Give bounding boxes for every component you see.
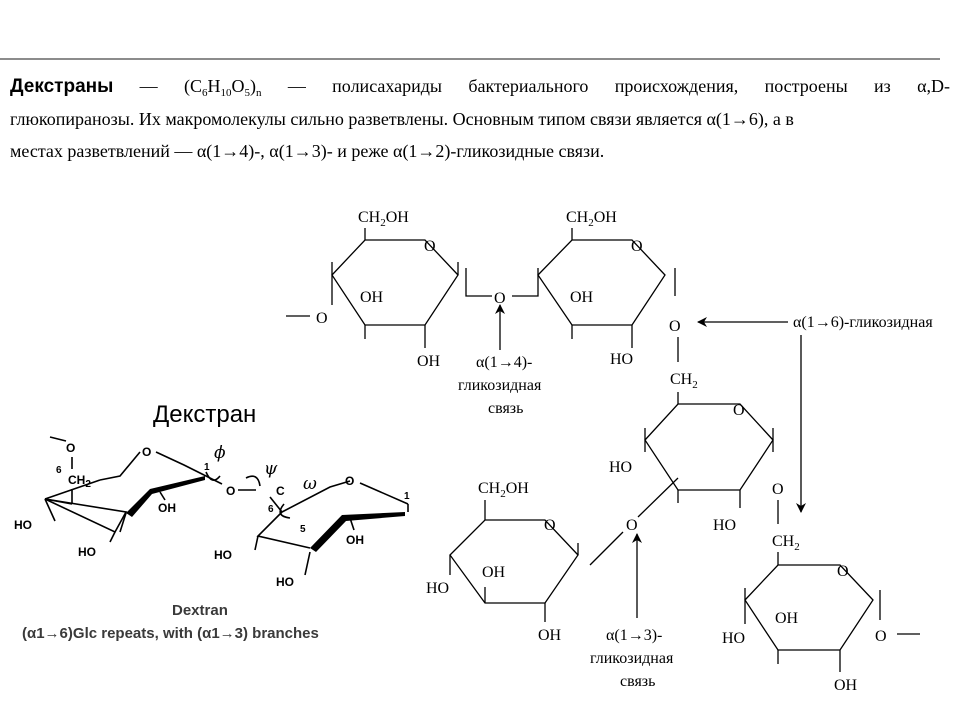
- svg-text:связь: связь: [488, 400, 523, 417]
- intro-paragraph: Декстраны — (C6H10O5)n — полисахариды ба…: [10, 70, 950, 167]
- svg-text:O: O: [345, 474, 354, 488]
- svg-text:HO: HO: [722, 630, 745, 647]
- svg-text:C: C: [276, 484, 285, 498]
- svg-text:α(1→3)-: α(1→3)-: [606, 627, 662, 644]
- glucose-ring-a: [331, 228, 492, 348]
- svg-text:OH: OH: [570, 289, 594, 306]
- svg-text:HO: HO: [713, 517, 736, 534]
- svg-text:O: O: [544, 517, 556, 534]
- dextran-3d-figure: Декстран: [14, 401, 410, 642]
- glucose-ring-b: [512, 228, 676, 348]
- label-link-16: α(1→6)-гликозидная: [793, 314, 933, 331]
- svg-text:O: O: [142, 445, 151, 459]
- svg-text:O: O: [837, 563, 849, 580]
- svg-text:O: O: [424, 238, 436, 255]
- intro-line-3: местах разветвлений — α(1→4)-, α(1→3)- и…: [10, 141, 605, 161]
- svg-text:α(1→4)-: α(1→4)-: [476, 354, 532, 371]
- svg-text:HO: HO: [426, 580, 449, 597]
- svg-text:CH2OH: CH2OH: [478, 480, 529, 500]
- branching-scheme: [286, 228, 920, 672]
- glucose-ring-d: [449, 500, 624, 622]
- svg-text:HO: HO: [78, 545, 96, 559]
- svg-text:CH2: CH2: [68, 473, 91, 490]
- svg-text:6: 6: [56, 465, 62, 476]
- label-link-13: α(1→3)- гликозидная связь: [590, 627, 674, 690]
- top-divider: [0, 58, 940, 60]
- svg-text:CH2: CH2: [772, 533, 800, 553]
- svg-text:CH2OH: CH2OH: [358, 209, 409, 229]
- svg-text:OH: OH: [417, 353, 441, 370]
- svg-text:связь: связь: [620, 673, 655, 690]
- formula: (C6H10O5)n: [184, 76, 262, 99]
- svg-text:O: O: [772, 481, 784, 498]
- intro-line-1: Декстраны — (C6H10O5)n — полисахариды ба…: [10, 76, 951, 99]
- svg-text:O: O: [226, 484, 235, 498]
- svg-text:5: 5: [300, 524, 306, 535]
- glucose-ring-e: [744, 552, 920, 672]
- svg-text:HO: HO: [14, 518, 32, 532]
- glucose-ring-c: [637, 392, 779, 524]
- svg-text:OH: OH: [346, 533, 364, 547]
- svg-text:O: O: [494, 290, 506, 307]
- svg-text:OH: OH: [834, 677, 858, 694]
- scheme-labels: CH2OH O OH O OH O CH2OH O OH HO O CH2 O …: [316, 209, 933, 694]
- figure-caption-subtitle: (α1→6)Glc repeats, with (α1→3) branches: [22, 625, 319, 642]
- svg-text:гликозидная: гликозидная: [590, 650, 674, 667]
- svg-text:O: O: [669, 318, 681, 335]
- svg-text:HO: HO: [609, 459, 632, 476]
- svg-text:O: O: [875, 628, 887, 645]
- svg-text:CH2: CH2: [670, 371, 698, 391]
- svg-text:O: O: [66, 441, 75, 455]
- svg-text:O: O: [626, 517, 638, 534]
- svg-text:O: O: [733, 402, 745, 419]
- svg-text:гликозидная: гликозидная: [458, 377, 542, 394]
- svg-text:O: O: [631, 238, 643, 255]
- svg-text:OH: OH: [360, 289, 384, 306]
- svg-text:CH2OH: CH2OH: [566, 209, 617, 229]
- svg-text:HO: HO: [214, 548, 232, 562]
- svg-text:1: 1: [404, 491, 410, 502]
- svg-text:HO: HO: [610, 351, 633, 368]
- svg-text:HO: HO: [276, 575, 294, 589]
- svg-text:OH: OH: [538, 627, 562, 644]
- label-link-14: α(1→4)- гликозидная связь: [458, 354, 542, 417]
- svg-text:6: 6: [268, 504, 274, 515]
- svg-text:OH: OH: [775, 610, 799, 627]
- term-dextrans: Декстраны: [10, 76, 114, 97]
- figure-title: Декстран: [153, 401, 256, 428]
- svg-text:ψ: ψ: [264, 459, 278, 479]
- svg-text:OH: OH: [482, 564, 506, 581]
- figure-caption-title: Dextran: [172, 602, 228, 619]
- svg-text:O: O: [316, 310, 328, 327]
- svg-text:ω: ω: [303, 474, 317, 494]
- svg-text:OH: OH: [158, 501, 176, 515]
- intro-line-2: глюкопиранозы. Их макромолекулы сильно р…: [10, 109, 794, 129]
- svg-text:1: 1: [204, 462, 210, 473]
- svg-text:ϕ: ϕ: [214, 443, 226, 463]
